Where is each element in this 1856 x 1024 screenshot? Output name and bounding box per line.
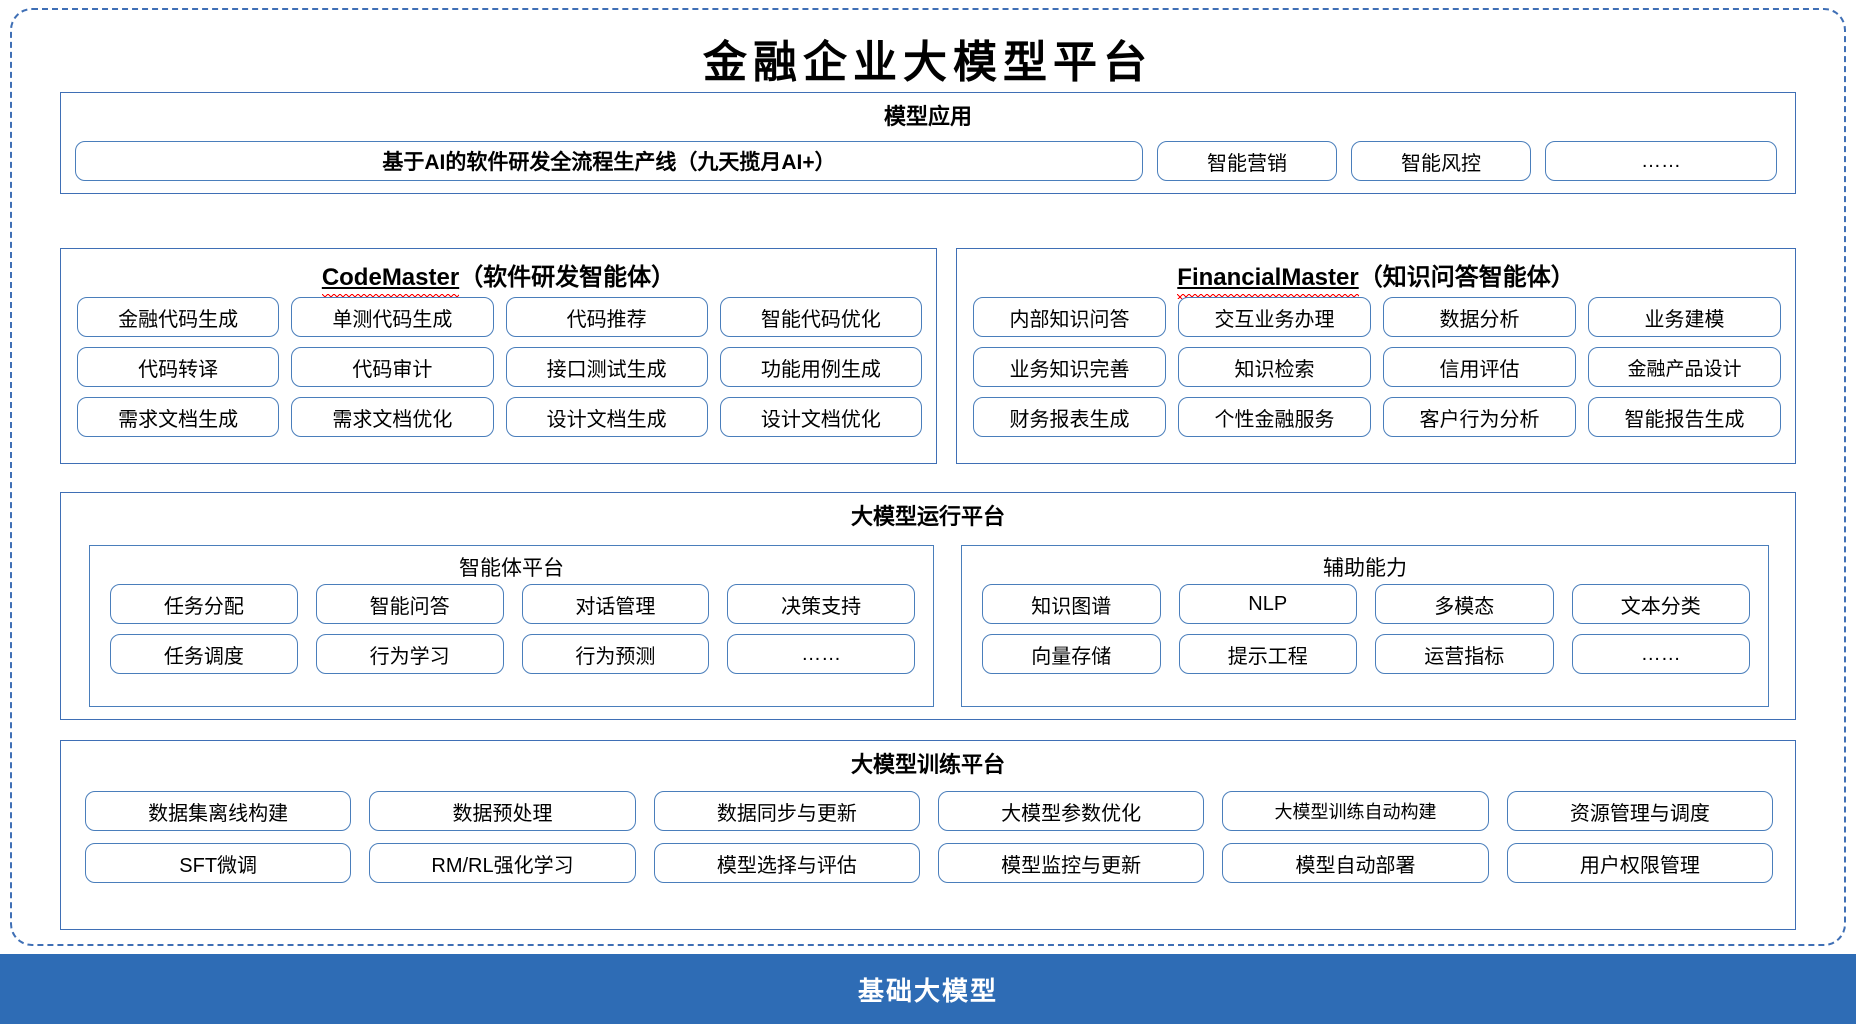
financialmaster-chip-6[interactable]: 信用评估 <box>1383 347 1576 387</box>
app-chip-marketing[interactable]: 智能营销 <box>1157 141 1337 181</box>
financialmaster-chip-8[interactable]: 财务报表生成 <box>973 397 1166 437</box>
financialmaster-chip-10[interactable]: 客户行为分析 <box>1383 397 1576 437</box>
section-title-model-application: 模型应用 <box>883 104 972 129</box>
app-chip-riskcontrol[interactable]: 智能风控 <box>1351 141 1531 181</box>
financialmaster-chip-7[interactable]: 金融产品设计 <box>1588 347 1781 387</box>
auxiliary-chip-grid: 知识图谱 NLP 多模态 文本分类 向量存储 提示工程 运营指标 …… <box>982 584 1750 674</box>
financialmaster-chip-5[interactable]: 知识检索 <box>1178 347 1371 387</box>
agent-platform-chip-1[interactable]: 智能问答 <box>315 584 504 624</box>
section-model-application: 模型应用 基于AI的软件研发全流程生产线（九天揽月AI+） 智能营销 智能风控 … <box>60 92 1796 194</box>
codemaster-chip-8[interactable]: 需求文档生成 <box>77 397 280 437</box>
section-title-training-platform: 大模型训练平台 <box>850 752 1005 777</box>
auxiliary-chip-7[interactable]: …… <box>1571 634 1750 674</box>
training-chip-7[interactable]: RM/RL强化学习 <box>369 843 636 883</box>
section-agent-codemaster: CodeMaster（软件研发智能体） 金融代码生成 单测代码生成 代码推荐 智… <box>60 248 937 464</box>
agent-platform-chip-6[interactable]: 行为预测 <box>521 634 710 674</box>
financialmaster-chip-0[interactable]: 内部知识问答 <box>973 297 1166 337</box>
auxiliary-chip-3[interactable]: 文本分类 <box>1571 584 1750 624</box>
financialmaster-chip-grid: 内部知识问答 交互业务办理 数据分析 业务建模 业务知识完善 知识检索 信用评估… <box>973 297 1781 437</box>
outer-dashed-frame <box>10 8 1846 946</box>
financialmaster-chip-2[interactable]: 数据分析 <box>1383 297 1576 337</box>
financialmaster-chip-3[interactable]: 业务建模 <box>1588 297 1781 337</box>
panel-title-financialmaster: FinancialMaster（知识问答智能体） <box>957 257 1795 299</box>
app-chip-more[interactable]: …… <box>1545 141 1777 181</box>
financialmaster-chip-11[interactable]: 智能报告生成 <box>1588 397 1781 437</box>
panel-title-financialmaster-cn: （知识问答智能体） <box>1358 264 1575 291</box>
codemaster-chip-0[interactable]: 金融代码生成 <box>77 297 280 337</box>
panel-title-codemaster-cn: （软件研发智能体） <box>459 264 676 291</box>
codemaster-chip-5[interactable]: 代码审计 <box>291 347 494 387</box>
agent-platform-chip-0[interactable]: 任务分配 <box>110 584 298 624</box>
agent-platform-chip-7[interactable]: …… <box>727 634 915 674</box>
training-chip-5[interactable]: 资源管理与调度 <box>1506 791 1773 831</box>
spellcheck-squiggle-icon <box>321 294 460 299</box>
spellcheck-squiggle-icon <box>1177 294 1359 299</box>
training-chip-10[interactable]: 模型自动部署 <box>1222 843 1489 883</box>
codemaster-chip-2[interactable]: 代码推荐 <box>505 297 708 337</box>
codemaster-chip-11[interactable]: 设计文档优化 <box>719 397 922 437</box>
subpanel-title-auxiliary-capability: 辅助能力 <box>1323 557 1407 580</box>
panel-title-codemaster: CodeMaster（软件研发智能体） <box>61 257 936 299</box>
subpanel-auxiliary-capability: 辅助能力 知识图谱 NLP 多模态 文本分类 向量存储 提示工程 运营指标 …… <box>961 545 1769 707</box>
training-chip-6[interactable]: SFT微调 <box>85 843 352 883</box>
section-title-runtime-platform: 大模型运行平台 <box>850 504 1005 529</box>
auxiliary-chip-6[interactable]: 运营指标 <box>1375 634 1554 674</box>
base-model-bar: 基础大模型 <box>0 954 1856 1024</box>
page-title: 金融企业大模型平台 <box>703 37 1153 88</box>
auxiliary-chip-2[interactable]: 多模态 <box>1375 584 1554 624</box>
codemaster-chip-10[interactable]: 设计文档生成 <box>505 397 708 437</box>
codemaster-chip-7[interactable]: 功能用例生成 <box>719 347 922 387</box>
auxiliary-chip-4[interactable]: 向量存储 <box>982 634 1161 674</box>
codemaster-chip-9[interactable]: 需求文档优化 <box>291 397 494 437</box>
auxiliary-chip-0[interactable]: 知识图谱 <box>982 584 1161 624</box>
section-runtime-platform: 大模型运行平台 智能体平台 任务分配 智能问答 对话管理 决策支持 任务调度 行… <box>60 492 1796 720</box>
codemaster-chip-4[interactable]: 代码转译 <box>77 347 280 387</box>
section-agent-financialmaster: FinancialMaster（知识问答智能体） 内部知识问答 交互业务办理 数… <box>956 248 1796 464</box>
section-training-platform: 大模型训练平台 数据集离线构建 数据预处理 数据同步与更新 大模型参数优化 大模… <box>60 740 1796 930</box>
training-chip-9[interactable]: 模型监控与更新 <box>938 843 1205 883</box>
financialmaster-chip-4[interactable]: 业务知识完善 <box>973 347 1166 387</box>
codemaster-chip-3[interactable]: 智能代码优化 <box>719 297 922 337</box>
financialmaster-chip-9[interactable]: 个性金融服务 <box>1178 397 1371 437</box>
training-platform-chip-grid: 数据集离线构建 数据预处理 数据同步与更新 大模型参数优化 大模型训练自动构建 … <box>85 791 1773 883</box>
codemaster-chip-1[interactable]: 单测代码生成 <box>291 297 494 337</box>
agent-platform-chip-3[interactable]: 决策支持 <box>727 584 915 624</box>
training-chip-1[interactable]: 数据预处理 <box>369 791 636 831</box>
app-chip-pipeline[interactable]: 基于AI的软件研发全流程生产线（九天揽月AI+） <box>75 141 1143 181</box>
panel-title-codemaster-en: CodeMaster <box>321 264 460 299</box>
subpanel-title-agent-platform: 智能体平台 <box>459 557 564 580</box>
auxiliary-chip-1[interactable]: NLP <box>1178 584 1357 624</box>
base-model-label: 基础大模型 <box>857 975 998 1006</box>
financialmaster-chip-1[interactable]: 交互业务办理 <box>1178 297 1371 337</box>
training-chip-0[interactable]: 数据集离线构建 <box>85 791 352 831</box>
agent-platform-chip-5[interactable]: 行为学习 <box>315 634 504 674</box>
training-chip-2[interactable]: 数据同步与更新 <box>653 791 920 831</box>
training-chip-3[interactable]: 大模型参数优化 <box>938 791 1205 831</box>
agent-platform-chip-2[interactable]: 对话管理 <box>521 584 710 624</box>
training-chip-8[interactable]: 模型选择与评估 <box>653 843 920 883</box>
training-chip-4[interactable]: 大模型训练自动构建 <box>1222 791 1489 831</box>
codemaster-chip-6[interactable]: 接口测试生成 <box>505 347 708 387</box>
subpanel-agent-platform: 智能体平台 任务分配 智能问答 对话管理 决策支持 任务调度 行为学习 行为预测… <box>89 545 934 707</box>
panel-title-financialmaster-en: FinancialMaster <box>1177 264 1359 299</box>
codemaster-chip-grid: 金融代码生成 单测代码生成 代码推荐 智能代码优化 代码转译 代码审计 接口测试… <box>77 297 922 437</box>
training-chip-11[interactable]: 用户权限管理 <box>1506 843 1773 883</box>
auxiliary-chip-5[interactable]: 提示工程 <box>1178 634 1357 674</box>
agent-platform-chip-4[interactable]: 任务调度 <box>110 634 298 674</box>
agent-platform-chip-grid: 任务分配 智能问答 对话管理 决策支持 任务调度 行为学习 行为预测 …… <box>110 584 915 674</box>
